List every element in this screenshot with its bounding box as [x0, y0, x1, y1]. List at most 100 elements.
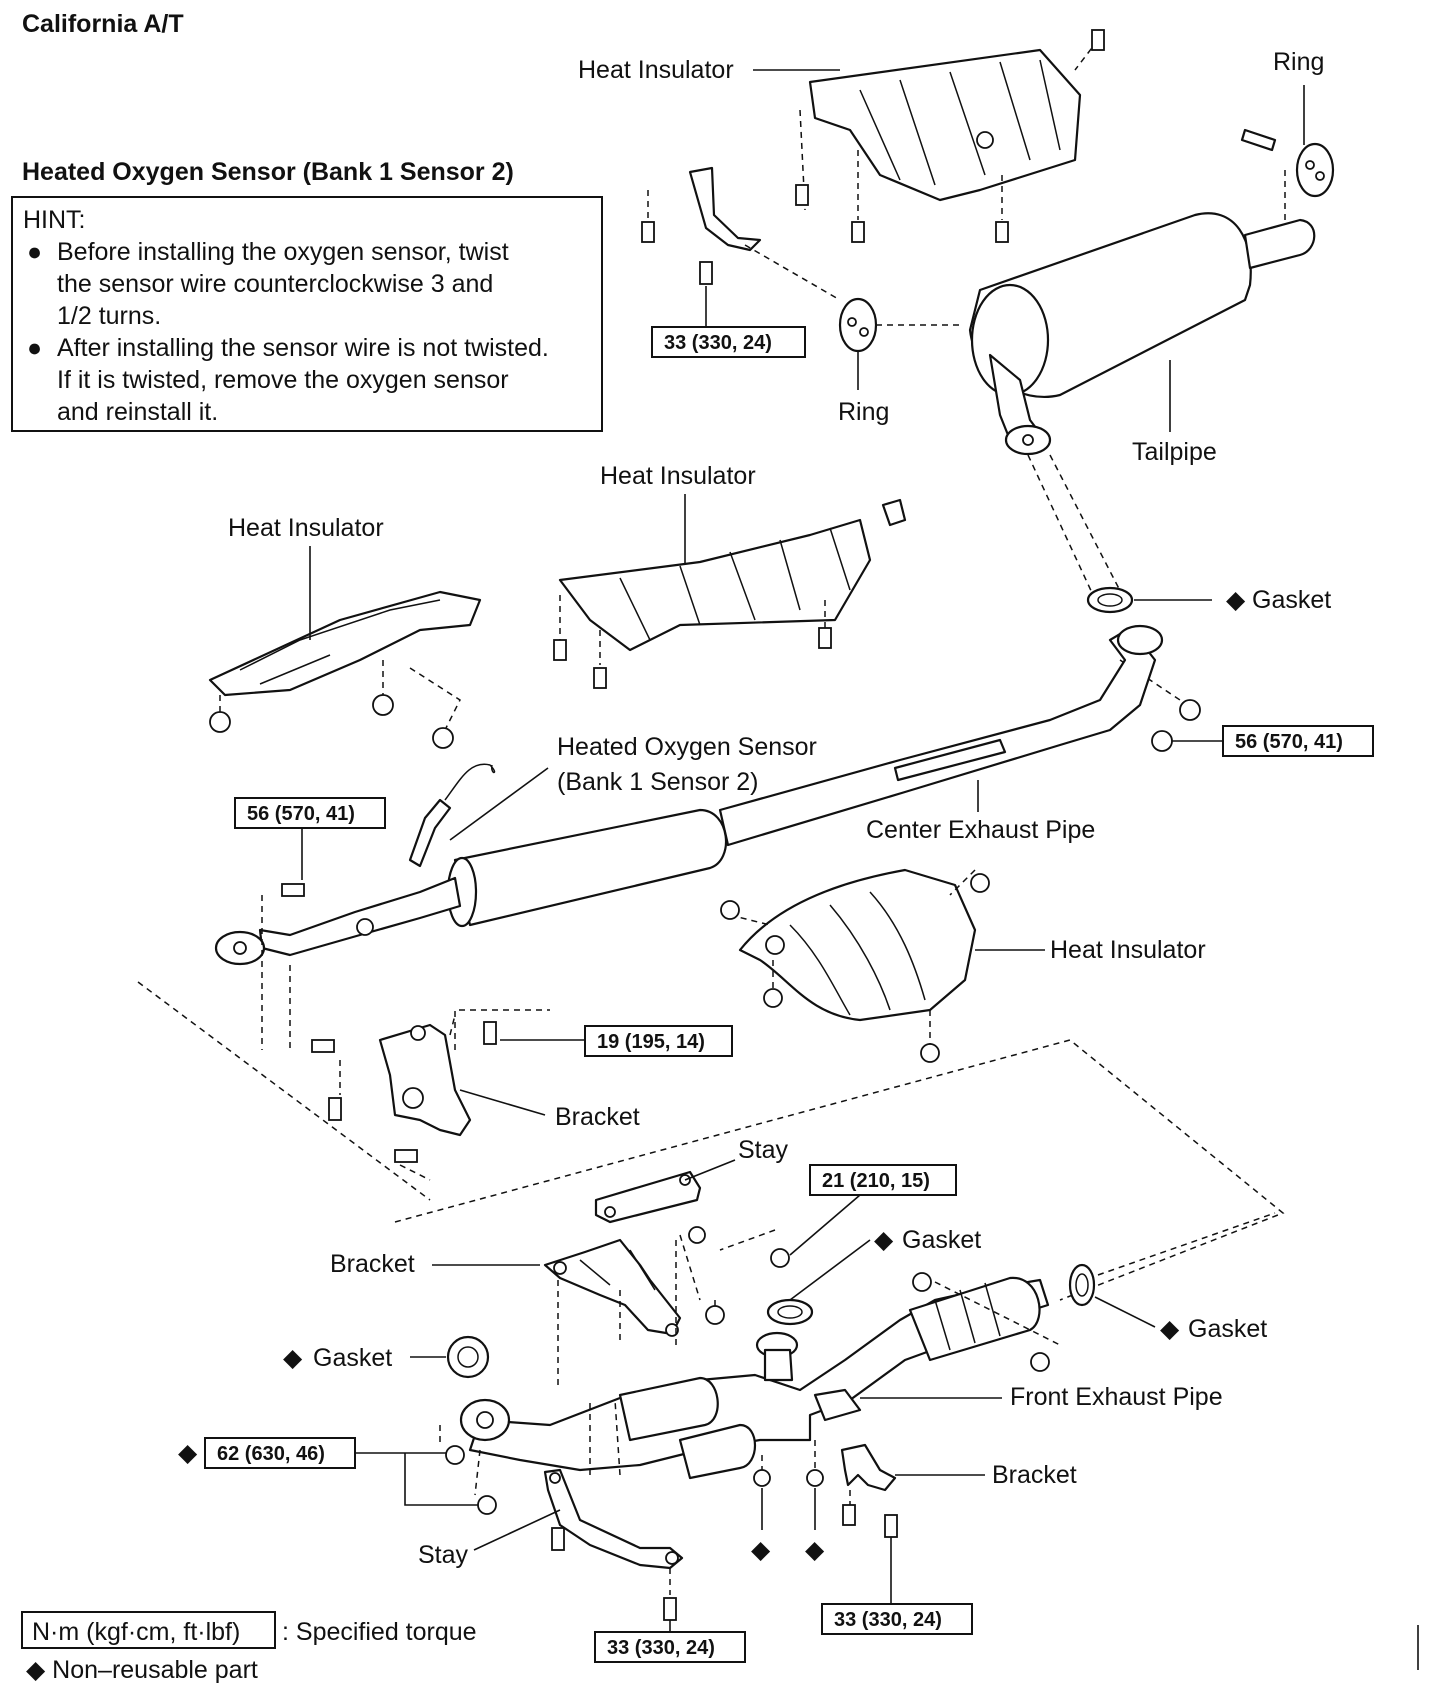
label-gasket-left: Gasket	[313, 1344, 392, 1372]
hint-line: If it is twisted, remove the oxygen sens…	[57, 366, 509, 394]
label-bracket-right: Bracket	[992, 1461, 1077, 1489]
front-exhaust-pipe	[459, 1276, 1050, 1480]
bolt-icon	[663, 1597, 677, 1621]
bracket-right	[840, 1443, 897, 1492]
hint-line: the sensor wire counterclockwise 3 and	[57, 270, 494, 298]
bolt-icon	[641, 29, 1105, 243]
hint-box: HINT: ● Before installing the oxygen sen…	[11, 196, 603, 432]
torque-value: 19 (195, 14)	[597, 1031, 705, 1053]
torque-box-56-right	[1222, 725, 1374, 757]
hint-line: 1/2 turns.	[57, 302, 162, 330]
label-bracket-lower: Bracket	[330, 1250, 415, 1278]
label-center-exhaust-pipe: Center Exhaust Pipe	[866, 816, 1095, 844]
nut-icon	[705, 1305, 725, 1325]
label-stay-bottom: Stay	[418, 1541, 469, 1569]
page-title: California A/T	[22, 10, 184, 38]
label-heat-insulator-center: Heat Insulator	[600, 462, 756, 490]
label-stay-top: Stay	[738, 1136, 789, 1164]
legend-unit-box	[21, 1611, 276, 1649]
label-tailpipe: Tailpipe	[1132, 438, 1217, 466]
torque-value: 33 (330, 24)	[607, 1637, 715, 1659]
gasket-left	[446, 1335, 490, 1379]
gasket-left-diamond-icon: ◆	[283, 1344, 303, 1372]
bullet-icon: ●	[27, 334, 43, 362]
torque-value: 56 (570, 41)	[247, 803, 355, 825]
bolt-icon	[842, 1504, 898, 1538]
torque-box-top	[651, 326, 806, 358]
torque-value: 33 (330, 24)	[664, 332, 772, 354]
nut-icon	[1030, 1352, 1050, 1372]
legend-unit: N·m (kgf·cm, ft·lbf)	[32, 1618, 240, 1646]
diamond-icon: ◆	[805, 1536, 825, 1564]
hint-item: ● After installing the sensor wire is no…	[23, 332, 591, 428]
bullet-icon: ●	[27, 238, 43, 266]
nut-icon	[912, 1272, 932, 1292]
nut-icon	[445, 1445, 465, 1465]
torque-value: 56 (570, 41)	[1235, 731, 1343, 753]
bolt-icon	[699, 261, 713, 285]
nut-icon	[753, 1469, 771, 1487]
nut-icon	[720, 873, 990, 1063]
gasket-rear-diamond-icon: ◆	[1226, 586, 1246, 614]
label-ring-top: Ring	[1273, 48, 1324, 76]
gasket-right	[1068, 1263, 1096, 1307]
bolt-icon	[553, 627, 832, 689]
oxygen-sensor	[408, 763, 496, 868]
sensor-bracket	[688, 166, 762, 252]
stay-bottom	[543, 1468, 684, 1570]
torque-box-21	[809, 1164, 957, 1196]
diamond-icon: ◆	[751, 1536, 771, 1564]
gasket-mid	[766, 1298, 814, 1326]
center-exhaust-pipe	[214, 624, 1164, 966]
heat-insulator-center	[558, 518, 872, 652]
bolt-icon	[281, 883, 305, 897]
label-heat-insulator-left: Heat Insulator	[228, 514, 384, 542]
torque-value: 62 (630, 46)	[217, 1443, 325, 1465]
hint-list: ● Before installing the oxygen sensor, t…	[23, 236, 591, 428]
legend-nonreusable: ◆ Non–reusable part	[26, 1656, 258, 1684]
heat-insulator-right	[738, 868, 977, 1022]
heat-insulator-top	[808, 48, 1082, 202]
hint-item: ● Before installing the oxygen sensor, t…	[23, 236, 591, 332]
label-heat-insulator-top: Heat Insulator	[578, 56, 734, 84]
hint-line: and reinstall it.	[57, 398, 219, 426]
gasket-rear	[1086, 586, 1134, 614]
bracket-lower	[543, 1238, 682, 1337]
label-oxygen-sensor-1: Heated Oxygen Sensor	[557, 733, 817, 761]
gasket-right-diamond-icon: ◆	[1160, 1315, 1180, 1343]
bolt-icon	[311, 1021, 497, 1163]
torque-box-bottom-mid	[594, 1631, 746, 1663]
gasket-mid-diamond-icon: ◆	[874, 1226, 894, 1254]
stay-top	[594, 1170, 702, 1224]
label-heat-insulator-right: Heat Insulator	[1050, 936, 1206, 964]
label-oxygen-sensor-2: (Bank 1 Sensor 2)	[557, 768, 759, 796]
torque-value: 21 (210, 15)	[822, 1170, 930, 1192]
nut-icon	[477, 1495, 497, 1515]
sensor-title: Heated Oxygen Sensor (Bank 1 Sensor 2)	[22, 158, 514, 186]
label-front-exhaust-pipe: Front Exhaust Pipe	[1010, 1383, 1223, 1411]
torque-box-19	[584, 1025, 733, 1057]
bracket-mid	[378, 1023, 472, 1137]
label-gasket-mid: Gasket	[902, 1226, 981, 1254]
bolt-icon	[551, 1527, 565, 1551]
hint-line: After installing the sensor wire is not …	[57, 334, 549, 362]
ring-mid	[838, 297, 878, 353]
nut-icon	[770, 1248, 790, 1268]
label-gasket-right: Gasket	[1188, 1315, 1267, 1343]
nut-icon	[209, 694, 454, 749]
torque-box-62	[204, 1437, 356, 1469]
heat-insulator-left	[208, 590, 482, 697]
torque-62-diamond-icon: ◆	[178, 1439, 198, 1467]
torque-box-bottom-right	[821, 1603, 973, 1635]
label-ring-mid: Ring	[838, 398, 889, 426]
nut-icon	[806, 1469, 824, 1487]
label-gasket-rear: Gasket	[1252, 586, 1331, 614]
hint-heading: HINT:	[23, 206, 86, 234]
torque-value: 33 (330, 24)	[834, 1609, 942, 1631]
hint-line: Before installing the oxygen sensor, twi…	[57, 238, 509, 266]
torque-box-56-left	[234, 797, 386, 829]
legend-unit-desc: : Specified torque	[282, 1618, 477, 1646]
ring-top	[1295, 142, 1335, 198]
label-bracket-mid: Bracket	[555, 1103, 640, 1131]
